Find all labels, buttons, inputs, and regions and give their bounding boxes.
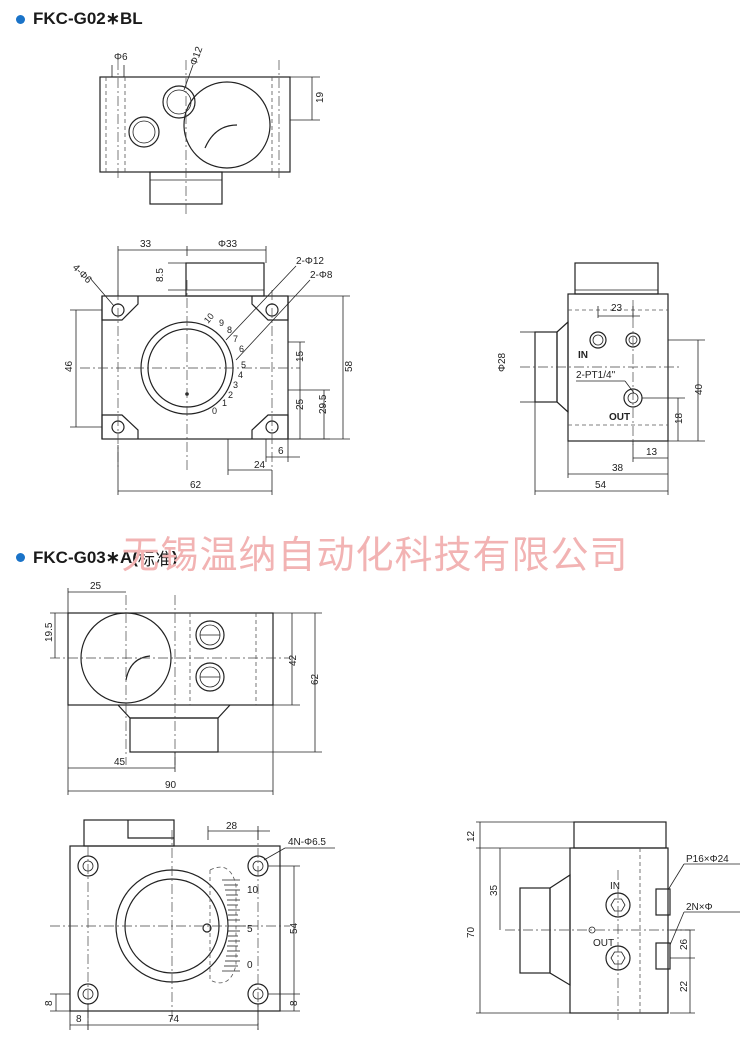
title-text: FKC-G03∗A( xyxy=(33,547,138,567)
g02-top-view: Φ6 Φ12 19 xyxy=(99,45,326,215)
dim-label: 58 xyxy=(344,360,355,372)
dim-label: 13 xyxy=(646,447,658,458)
dim-label: 74 xyxy=(168,1014,180,1025)
dim-label: 35 xyxy=(489,884,500,896)
title-cn-text: 标准 xyxy=(137,550,172,569)
dim-label: 4N-Φ6.5 xyxy=(288,837,326,848)
dim-label: 62 xyxy=(310,673,321,685)
title-close-text: ) xyxy=(171,547,178,567)
scale-label: 9 xyxy=(219,318,224,328)
g03-front-view: 10 5 0 28 4N-Φ6.5 54 8 8 8 74 xyxy=(44,819,335,1030)
scale-label: 2 xyxy=(228,390,233,400)
g02-scale-marks: 10 9 8 7 6 5 4 3 2 1 0 xyxy=(202,311,246,416)
section-title-fkc-g02: FKC-G02∗BL xyxy=(16,9,143,29)
dim-label: 2-Φ8 xyxy=(310,270,333,281)
dim-label: Φ12 xyxy=(188,45,205,67)
port-label-out: OUT xyxy=(593,938,614,949)
dim-label: 25 xyxy=(295,398,306,410)
dim-label: 19.5 xyxy=(44,622,55,642)
title-text: FKC-G02∗BL xyxy=(33,9,143,28)
dim-label: 40 xyxy=(694,383,705,395)
scale-label: 5 xyxy=(241,360,246,370)
dim-label: 38 xyxy=(612,463,624,474)
dim-label: 15 xyxy=(295,350,306,362)
dim-label: 8 xyxy=(289,1000,300,1006)
dim-label: Φ28 xyxy=(497,352,508,372)
dim-label: 23 xyxy=(611,303,623,314)
dim-label: 62 xyxy=(190,480,202,491)
g02-side-view: 23 Φ28 IN 2-PT1/4" OUT 40 18 13 38 54 xyxy=(497,262,705,495)
scale-label: 1 xyxy=(222,398,227,408)
section-title-fkc-g03: FKC-G03∗A(标准) xyxy=(16,545,178,570)
dim-label: 29.5 xyxy=(318,394,329,414)
dim-label: 46 xyxy=(64,360,75,372)
dim-label: 28 xyxy=(226,821,238,832)
scale-label: 5 xyxy=(247,924,253,935)
scale-label: 0 xyxy=(212,406,217,416)
dim-label: 70 xyxy=(466,926,477,938)
dim-label: 2N×Φ xyxy=(686,902,713,913)
dim-label: 6 xyxy=(278,446,284,457)
dim-label: 54 xyxy=(289,922,300,934)
scale-label: 7 xyxy=(233,334,238,344)
g02-front-view: 33 Φ33 8.5 4-Φ6 2-Φ12 2-Φ8 10 9 8 7 6 5 … xyxy=(64,239,355,495)
dim-label: 2-PT1/4" xyxy=(576,370,616,381)
scale-label: 4 xyxy=(238,370,243,380)
dim-label: 22 xyxy=(679,980,690,992)
scale-label: 10 xyxy=(202,311,216,325)
port-label-in: IN xyxy=(578,350,588,361)
scale-label: 6 xyxy=(239,344,244,354)
dim-label: 26 xyxy=(679,938,690,950)
scale-label: 0 xyxy=(247,960,253,971)
dim-label: 54 xyxy=(595,480,607,491)
scale-label: 3 xyxy=(233,380,238,390)
dim-label: 8 xyxy=(76,1014,82,1025)
dim-label: 18 xyxy=(674,412,685,424)
dim-label: 90 xyxy=(165,780,177,791)
dim-label: 12 xyxy=(466,830,477,842)
g03-top-view: 25 19.5 42 62 45 90 xyxy=(44,581,322,795)
g03-side-view: IN OUT 12 70 35 P16×Φ24 2N×Φ 26 22 xyxy=(466,821,740,1020)
dim-label: Φ6 xyxy=(114,52,128,63)
dim-label: 24 xyxy=(254,460,266,471)
dim-label: 19 xyxy=(315,91,326,103)
scale-label: 10 xyxy=(247,885,259,896)
company-watermark: 无锡温纳自动化科技有限公司 xyxy=(121,533,629,577)
dim-label: P16×Φ24 xyxy=(686,854,729,865)
port-label-in: IN xyxy=(610,881,620,892)
dim-label: 8 xyxy=(44,1000,55,1006)
dim-label: 25 xyxy=(90,581,102,592)
dim-label: 4-Φ6 xyxy=(70,262,94,286)
bullet-dot-icon xyxy=(16,14,25,24)
dim-label: 33 xyxy=(140,239,152,250)
dim-label: 2-Φ12 xyxy=(296,256,324,267)
g03-scale-ticks xyxy=(222,879,246,972)
scale-label: 8 xyxy=(227,325,232,335)
dim-label: 45 xyxy=(114,757,126,768)
dim-label: 8.5 xyxy=(155,268,166,282)
port-label-out: OUT xyxy=(609,412,630,423)
bullet-dot-icon xyxy=(16,553,25,562)
dim-label: Φ33 xyxy=(218,239,238,250)
dim-label: 42 xyxy=(288,654,299,666)
